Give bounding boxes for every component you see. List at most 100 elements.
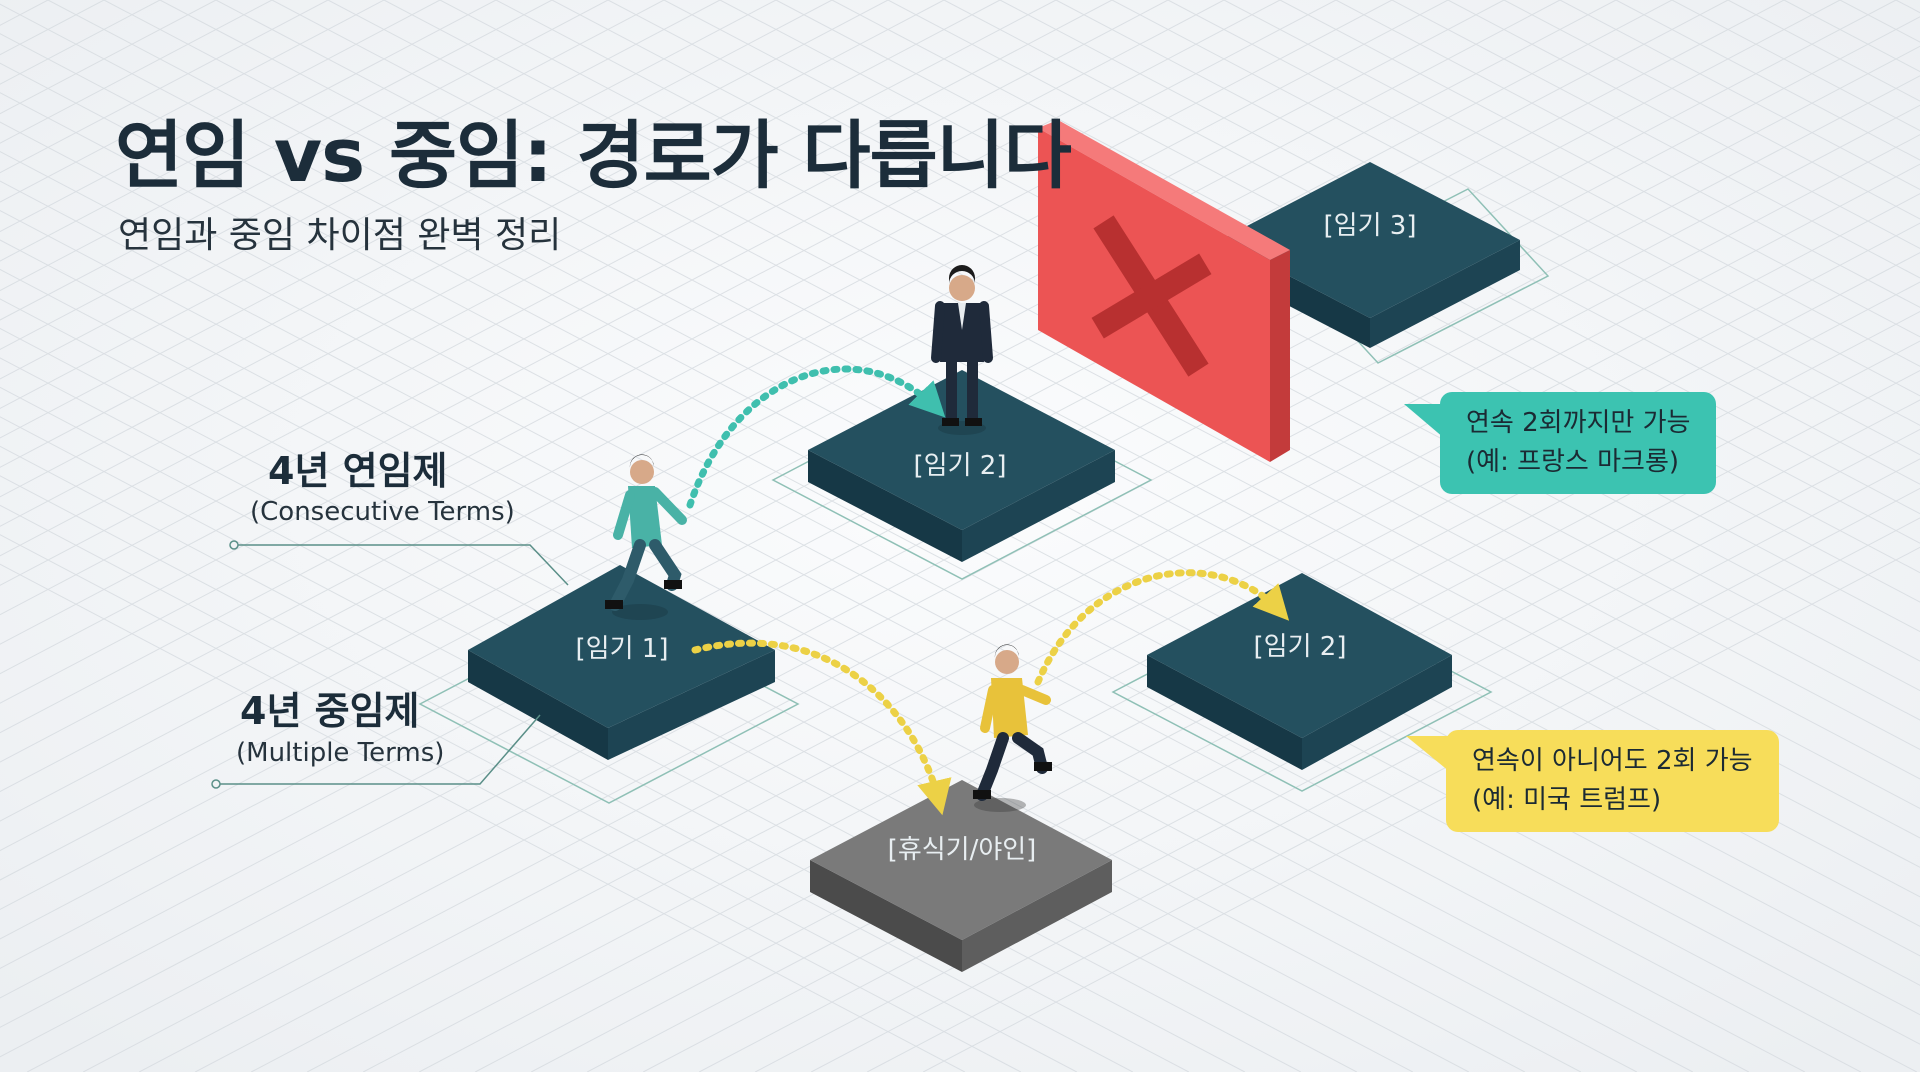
grid-line xyxy=(1279,0,1920,338)
callout-consecutive-line2: (예: 프랑스 마크롱) xyxy=(1466,447,1680,477)
grid-line xyxy=(0,0,1561,822)
grid-line xyxy=(439,0,1920,780)
label-consecutive-title: 4년 연임제 xyxy=(268,449,448,493)
grid-line xyxy=(0,0,1225,645)
grid-line xyxy=(607,0,1920,692)
grid-line xyxy=(0,0,1001,527)
callout-consecutive-line1: 연속 2회까지만 가능 xyxy=(1466,408,1691,438)
grid-line xyxy=(0,0,553,292)
block-label-term2-multiple: [임기 2] xyxy=(1254,632,1347,662)
grid-line xyxy=(0,0,665,351)
grid-line xyxy=(866,517,1920,1072)
grid-line xyxy=(362,252,1920,1072)
grid-line xyxy=(1167,0,1920,397)
grid-line xyxy=(495,0,1920,751)
grid-line xyxy=(0,0,385,203)
grid-line xyxy=(1335,0,1920,308)
grid-line xyxy=(0,0,1617,852)
grid-line xyxy=(0,0,1113,586)
grid-line xyxy=(0,504,1078,1072)
grid-line xyxy=(0,475,1134,1072)
grid-line xyxy=(0,563,966,1072)
grid-line xyxy=(663,0,1920,662)
grid-line xyxy=(0,268,1526,1072)
callout-multiple-line1: 연속이 아니어도 2회 가능 xyxy=(1472,746,1753,776)
grid-line xyxy=(0,0,1169,616)
grid-line xyxy=(159,0,1920,927)
callout-consecutive: 연속 2회까지만 가능 (예: 프랑스 마크롱) xyxy=(1404,392,1717,494)
grid-line xyxy=(0,180,1694,1072)
grid-line xyxy=(1503,0,1920,220)
grid-line xyxy=(1391,0,1920,279)
page-subtitle: 연임과 중임 차이점 완벽 정리 xyxy=(118,215,562,256)
grid-line xyxy=(551,0,1920,721)
label-multiple-subtitle: (Multiple Terms) xyxy=(236,738,445,768)
grid-line xyxy=(0,0,441,233)
grid-line xyxy=(887,0,1920,544)
block-term2-multiple xyxy=(1147,573,1452,770)
grid-line xyxy=(215,0,1920,898)
grid-line xyxy=(103,0,1920,957)
grid-line xyxy=(810,487,1920,1072)
grid-line xyxy=(0,0,1841,969)
grid-line xyxy=(82,104,1920,1072)
block-term2-consecutive xyxy=(808,370,1115,562)
block-label-term2-consecutive: [임기 2] xyxy=(914,451,1007,481)
grid-line xyxy=(327,0,1920,839)
person-suited-standing xyxy=(931,265,993,435)
grid-line xyxy=(0,0,945,498)
block-label-term1: [임기 1] xyxy=(576,634,669,664)
grid-line xyxy=(138,134,1920,1072)
grid-line xyxy=(1223,0,1920,367)
barrier-wall xyxy=(1038,120,1290,462)
grid-line xyxy=(0,0,497,262)
block-term1 xyxy=(468,565,775,760)
person-yellow-runner xyxy=(973,644,1052,812)
leader-lines xyxy=(211,540,569,789)
grid-line xyxy=(0,534,1022,1072)
grid-line xyxy=(306,222,1920,1072)
grid-line xyxy=(1559,0,1920,191)
multiple-path-arrow-to-term2 xyxy=(1034,569,1290,686)
grid-line xyxy=(0,0,889,468)
label-multiple-title: 4년 중임제 xyxy=(240,689,420,733)
block-label-term3: [임기 3] xyxy=(1324,211,1417,241)
multiple-path-arrow-to-rest xyxy=(691,639,952,816)
callout-multiple: 연속이 아니어도 2회 가능 (예: 미국 트럼프) xyxy=(1406,730,1779,832)
grid-line xyxy=(271,0,1920,868)
grid-line xyxy=(0,0,777,409)
grid-line xyxy=(1447,0,1920,249)
grid-line xyxy=(1111,0,1920,426)
grid-line xyxy=(250,193,1920,1072)
grid-line xyxy=(47,0,1920,986)
grid-line xyxy=(0,0,1057,557)
grid-line xyxy=(922,546,1920,1072)
grid-line xyxy=(0,239,1582,1072)
grid-line xyxy=(194,163,1920,1072)
callout-multiple-tail xyxy=(1406,736,1450,772)
grid-line xyxy=(0,0,1281,675)
person-teal-runner xyxy=(605,454,687,620)
grid-line xyxy=(0,0,1337,704)
grid-line xyxy=(0,151,1750,1072)
block-label-rest: [휴식기/야인] xyxy=(888,835,1037,865)
grid-line xyxy=(831,0,1920,574)
callout-consecutive-tail xyxy=(1404,404,1444,438)
x-mark-icon xyxy=(1091,215,1212,377)
grid-line xyxy=(0,92,1862,1072)
callout-multiple-line2: (예: 미국 트럼프) xyxy=(1472,785,1662,815)
grid-line xyxy=(0,298,1470,1072)
grid-line xyxy=(383,0,1920,809)
grid-line xyxy=(0,0,721,380)
grid-line xyxy=(418,281,1920,1072)
label-consecutive-subtitle: (Consecutive Terms) xyxy=(250,497,515,527)
grid-line xyxy=(0,0,833,439)
grid-line xyxy=(0,0,1505,793)
page-title: 연임 vs 중임: 경로가 다릅니다 xyxy=(115,113,1072,199)
grid-line xyxy=(0,0,1785,940)
block-rest xyxy=(810,780,1112,972)
